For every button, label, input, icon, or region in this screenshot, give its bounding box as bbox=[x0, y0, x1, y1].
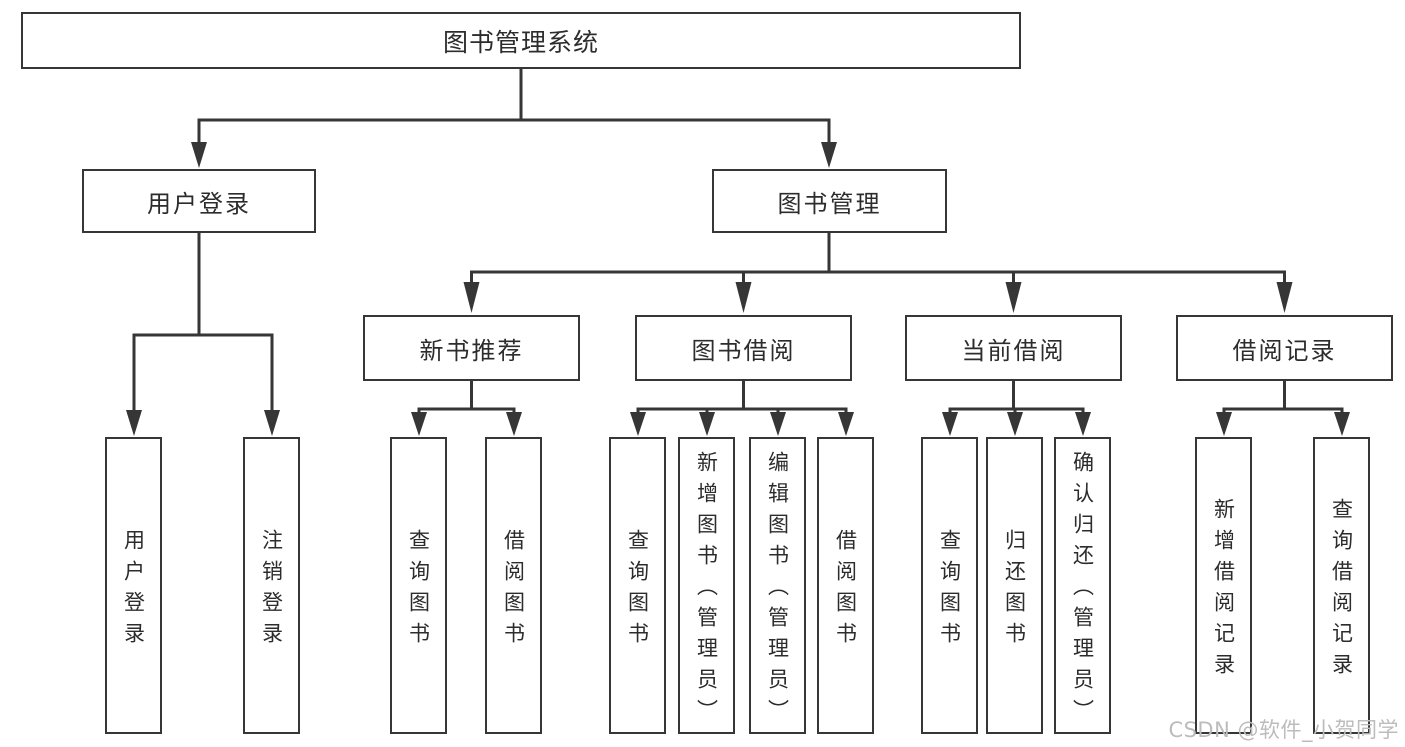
node-book-management: 图书管理 bbox=[712, 169, 947, 233]
leaf-confirm-return-admin-label: 确认归还（管理员） bbox=[1070, 451, 1095, 730]
leaf-edit-books-admin: 编辑图书（管理员） bbox=[749, 437, 806, 734]
leaf-add-books-admin: 新增图书（管理员） bbox=[678, 437, 735, 734]
node-book-borrow: 图书借阅 bbox=[635, 315, 852, 381]
leaf-confirm-return-admin: 确认归还（管理员） bbox=[1054, 437, 1111, 734]
leaf-query-borrow-record-label: 查询借阅记录 bbox=[1329, 497, 1354, 684]
node-root-system: 图书管理系统 bbox=[21, 12, 1021, 69]
leaf-query-books-borrow-label: 查询图书 bbox=[625, 528, 650, 653]
leaf-query-books-current-label: 查询图书 bbox=[937, 528, 962, 653]
leaf-user-login: 用户登录 bbox=[105, 437, 162, 734]
leaf-borrow-books-label: 借阅图书 bbox=[833, 528, 858, 653]
node-user-login-label: 用户登录 bbox=[147, 189, 251, 218]
leaf-user-login-label: 用户登录 bbox=[121, 528, 146, 653]
leaf-query-borrow-record: 查询借阅记录 bbox=[1313, 437, 1370, 734]
node-borrow-records-label: 借阅记录 bbox=[1232, 336, 1337, 365]
leaf-query-books-borrow: 查询图书 bbox=[609, 437, 666, 734]
node-book-management-label: 图书管理 bbox=[777, 189, 882, 218]
leaf-add-borrow-record: 新增借阅记录 bbox=[1195, 437, 1252, 734]
leaf-return-books-label: 归还图书 bbox=[1002, 528, 1027, 653]
leaf-logout: 注销登录 bbox=[243, 437, 300, 734]
leaf-logout-label: 注销登录 bbox=[259, 528, 284, 653]
node-borrow-records: 借阅记录 bbox=[1176, 315, 1393, 381]
leaf-add-borrow-record-label: 新增借阅记录 bbox=[1211, 497, 1236, 684]
leaf-query-books-recommend-label: 查询图书 bbox=[406, 528, 431, 653]
leaf-add-books-admin-label: 新增图书（管理员） bbox=[694, 451, 719, 730]
csdn-watermark: CSDN @软件_小贺同学 bbox=[1168, 718, 1399, 742]
node-current-borrow-label: 当前借阅 bbox=[961, 336, 1066, 365]
node-new-book-recommend-label: 新书推荐 bbox=[419, 336, 524, 365]
leaf-return-books: 归还图书 bbox=[986, 437, 1043, 734]
node-root-label: 图书管理系统 bbox=[442, 27, 599, 57]
leaf-borrow-books-recommend: 借阅图书 bbox=[485, 437, 542, 734]
leaf-query-books-recommend: 查询图书 bbox=[390, 437, 447, 734]
leaf-borrow-books-recommend-label: 借阅图书 bbox=[501, 528, 526, 653]
leaf-edit-books-admin-label: 编辑图书（管理员） bbox=[765, 451, 790, 730]
node-user-login: 用户登录 bbox=[82, 169, 316, 233]
node-new-book-recommend: 新书推荐 bbox=[363, 315, 580, 381]
node-book-borrow-label: 图书借阅 bbox=[691, 336, 796, 365]
leaf-borrow-books: 借阅图书 bbox=[817, 437, 874, 734]
node-current-borrow: 当前借阅 bbox=[905, 315, 1122, 381]
leaf-query-books-current: 查询图书 bbox=[921, 437, 978, 734]
